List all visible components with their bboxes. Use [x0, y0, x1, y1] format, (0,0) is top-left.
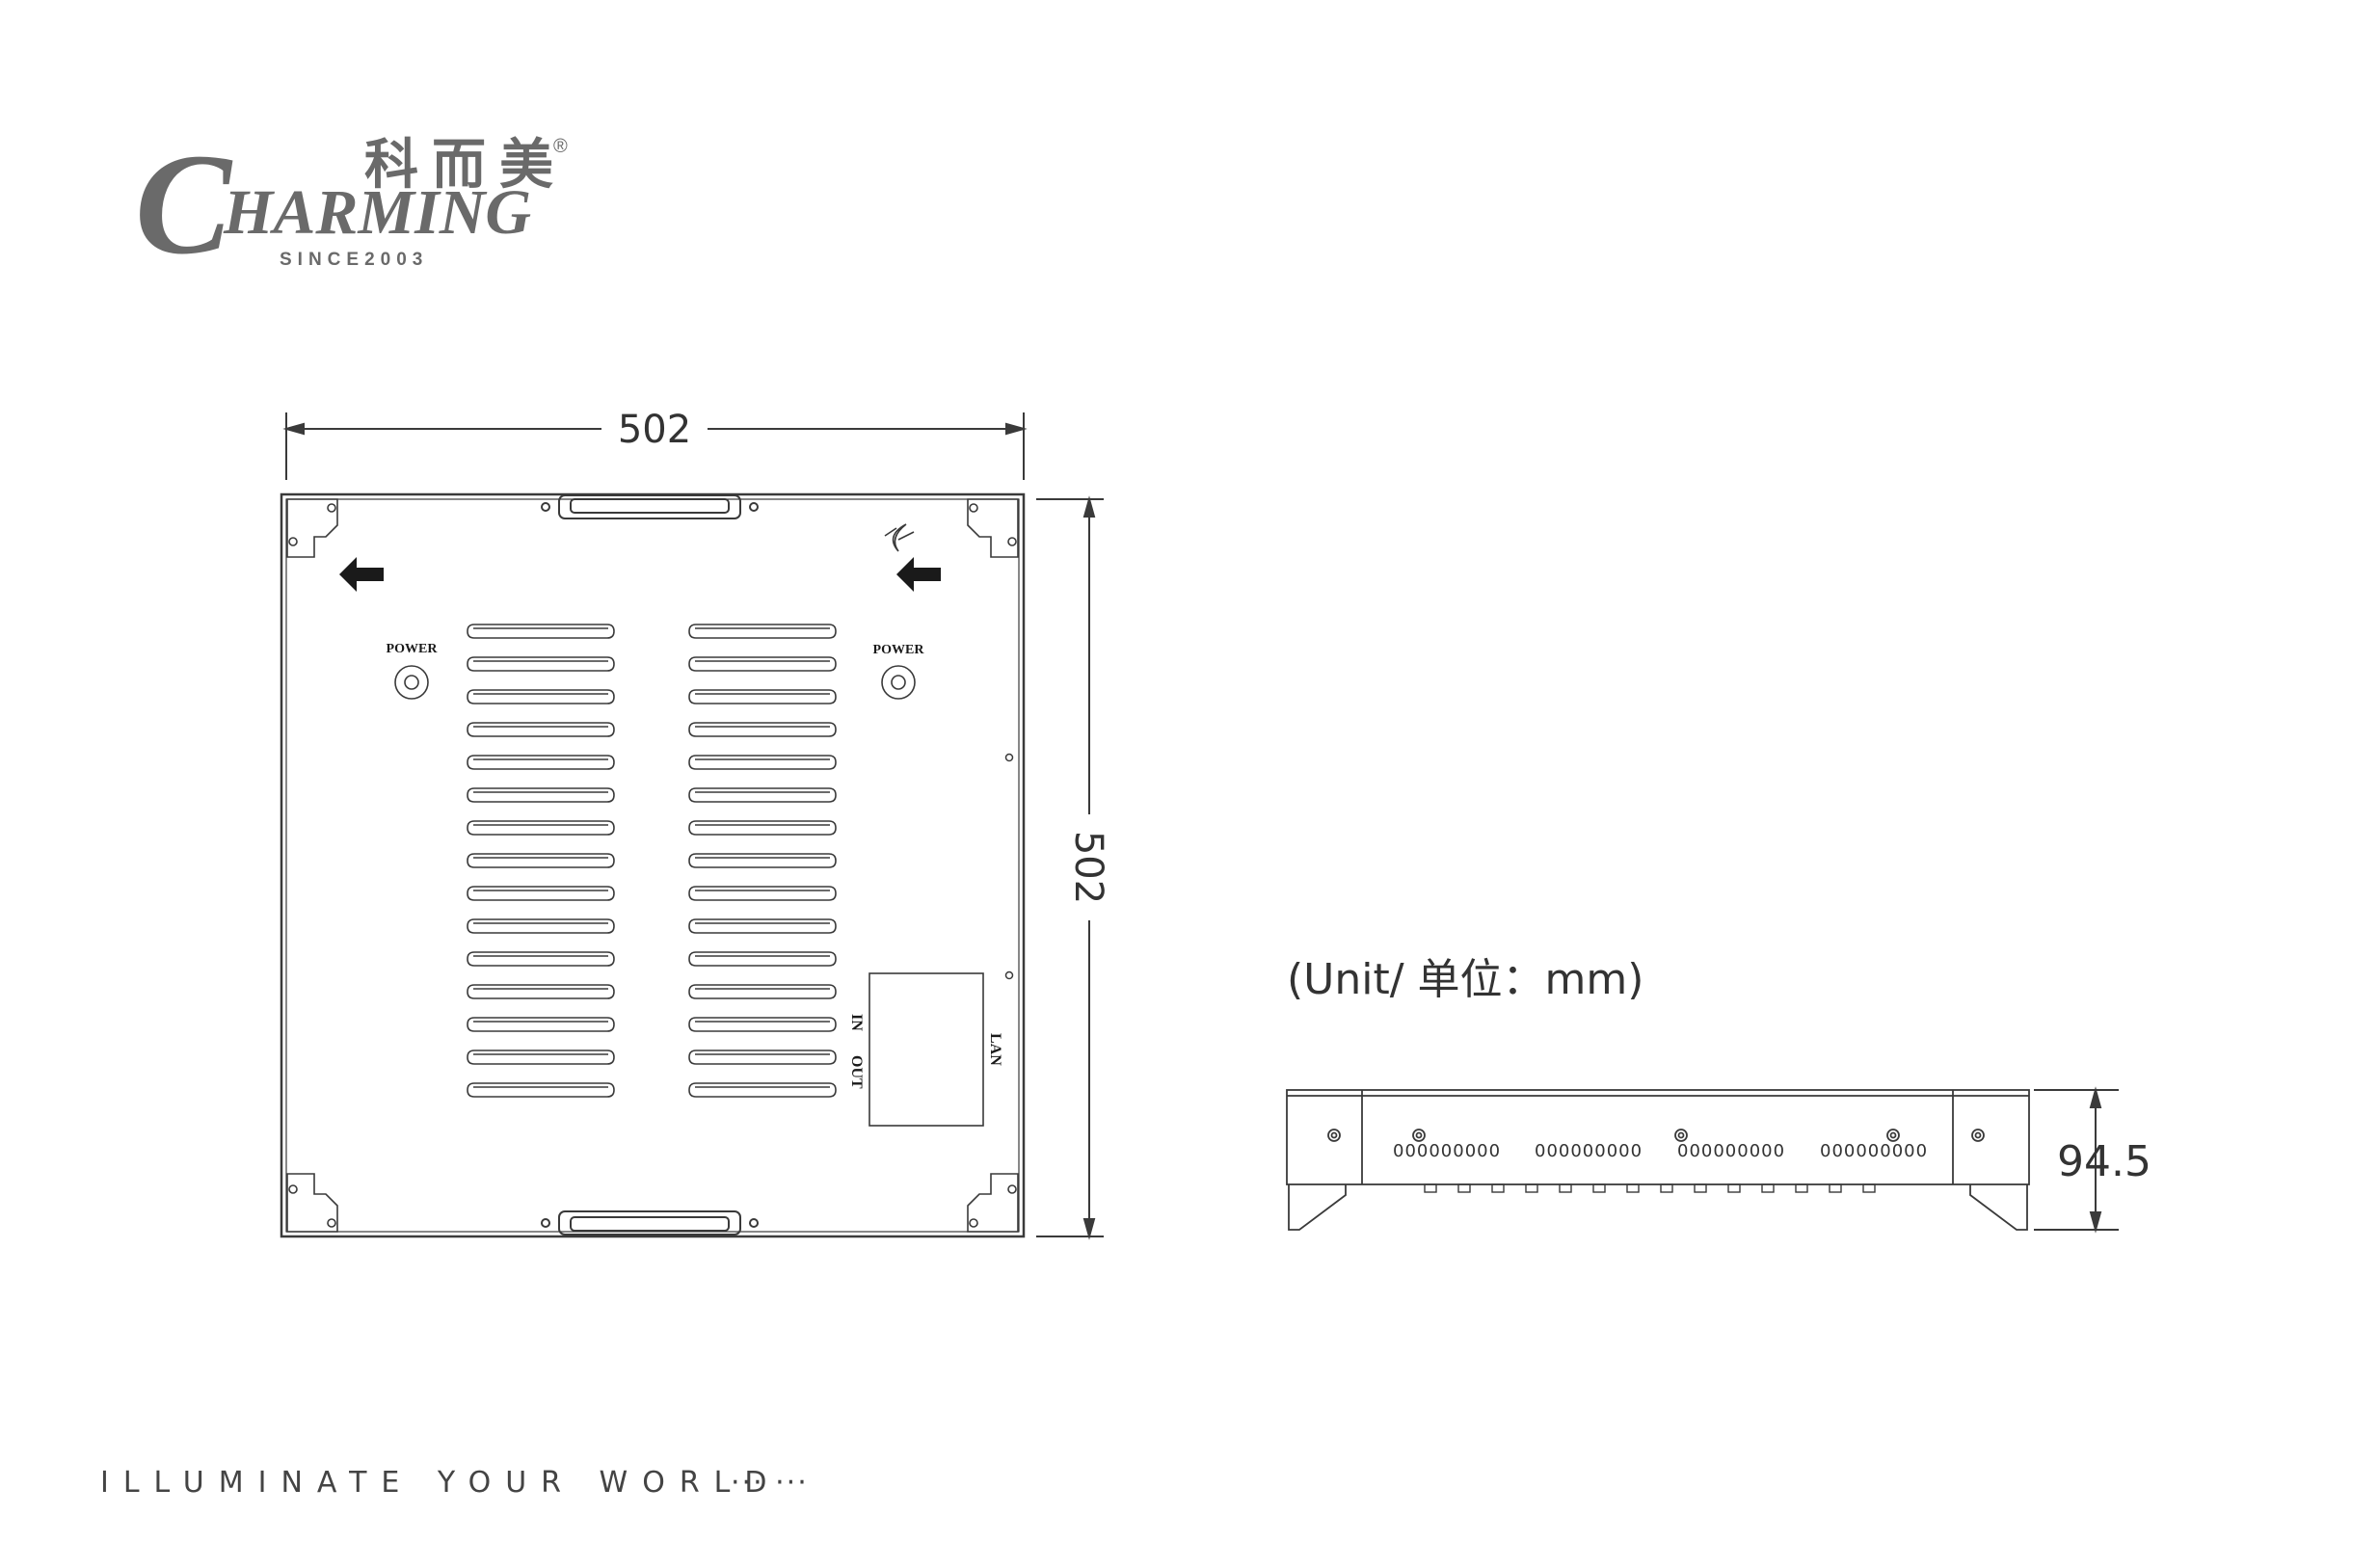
top-handle — [541, 494, 759, 519]
led-group-4: 000000000 — [1820, 1141, 1928, 1161]
side-connector-tooth — [1424, 1183, 1437, 1193]
logo-initial: C — [135, 124, 233, 284]
port-lan-label: LAN — [987, 1033, 1003, 1066]
side-connectors — [1424, 1183, 1876, 1193]
vent-slot — [688, 918, 837, 934]
vent-slot — [467, 755, 615, 770]
side-connector-tooth — [1660, 1183, 1673, 1193]
vent-slot — [467, 1017, 615, 1032]
vent-slot — [467, 1082, 615, 1098]
brand-logo: 科而美 ® C HARMING SINCE2003 — [135, 124, 568, 284]
ventilation-slots — [467, 624, 837, 1098]
height-dimension — [1036, 495, 1104, 1240]
vent-slot — [688, 853, 837, 868]
arrow-left-icon — [896, 557, 941, 592]
port-out-label: OUT — [848, 1055, 865, 1089]
footer-dots: ··· ··· — [731, 1466, 809, 1500]
side-connector-tooth — [1727, 1183, 1741, 1193]
vent-slot — [467, 689, 615, 704]
led-group-1: 000000000 — [1393, 1141, 1501, 1161]
vent-slot — [467, 918, 615, 934]
vent-slot — [688, 722, 837, 737]
arrow-left-icon — [339, 557, 384, 592]
vent-slot — [688, 689, 837, 704]
width-dimension — [282, 412, 1028, 480]
lan-port-box — [868, 972, 984, 1127]
vent-slot — [688, 755, 837, 770]
side-connector-tooth — [1761, 1183, 1775, 1193]
vent-slot — [688, 1017, 837, 1032]
width-label: 502 — [618, 408, 691, 452]
side-connector-tooth — [1694, 1183, 1707, 1193]
power-connector-left — [394, 665, 429, 700]
side-connector-tooth — [1457, 1183, 1471, 1193]
side-connector-tooth — [1592, 1183, 1606, 1193]
depth-dimension — [2034, 1086, 2119, 1234]
side-view — [1286, 1089, 2030, 1231]
side-connector-tooth — [1559, 1183, 1572, 1193]
side-connector-tooth — [1795, 1183, 1808, 1193]
vent-slot — [688, 820, 837, 836]
vent-slot — [688, 951, 837, 967]
side-connector-tooth — [1626, 1183, 1640, 1193]
power-label-left: POWER — [387, 642, 439, 656]
vent-slot — [467, 624, 615, 639]
led-group-2: 000000000 — [1535, 1141, 1643, 1161]
logo-wordmark: HARMING — [223, 177, 531, 248]
vent-slot — [467, 722, 615, 737]
vent-slot — [688, 624, 837, 639]
logo-since: SINCE2003 — [280, 250, 428, 270]
port-in-label: IN — [848, 1014, 865, 1031]
side-connector-tooth — [1862, 1183, 1876, 1193]
power-connector-right — [881, 665, 916, 700]
height-label: 502 — [1066, 831, 1110, 904]
vent-slot — [688, 1050, 837, 1065]
vent-slot — [467, 853, 615, 868]
unit-note: (Unit/ 单位：mm) — [1287, 955, 1643, 1004]
vent-slot — [467, 1050, 615, 1065]
vent-slot — [688, 656, 837, 672]
logo-chinese-name: 科而美 — [364, 134, 567, 197]
logo-registered-mark: ® — [553, 136, 568, 157]
bottom-handle — [541, 1210, 759, 1236]
corner-brackets — [286, 498, 1019, 1233]
led-group-3: 000000000 — [1677, 1141, 1785, 1161]
side-connector-tooth — [1491, 1183, 1505, 1193]
vent-slot — [467, 787, 615, 803]
vent-slot — [688, 1082, 837, 1098]
vent-slot — [688, 886, 837, 901]
side-connector-tooth — [1829, 1183, 1842, 1193]
vent-slot — [467, 656, 615, 672]
power-label-right: POWER — [873, 643, 925, 657]
depth-label: 94.5 — [2057, 1137, 2151, 1186]
vent-slot — [467, 951, 615, 967]
vent-slot — [467, 820, 615, 836]
footer-slogan: ILLUMINATE YOUR WORLD — [100, 1466, 782, 1500]
vent-slot — [688, 787, 837, 803]
vent-slot — [688, 984, 837, 999]
vent-slot — [467, 886, 615, 901]
side-screws — [1004, 753, 1014, 980]
vent-slot — [467, 984, 615, 999]
crescent-mark-icon — [884, 523, 915, 552]
side-connector-tooth — [1525, 1183, 1538, 1193]
